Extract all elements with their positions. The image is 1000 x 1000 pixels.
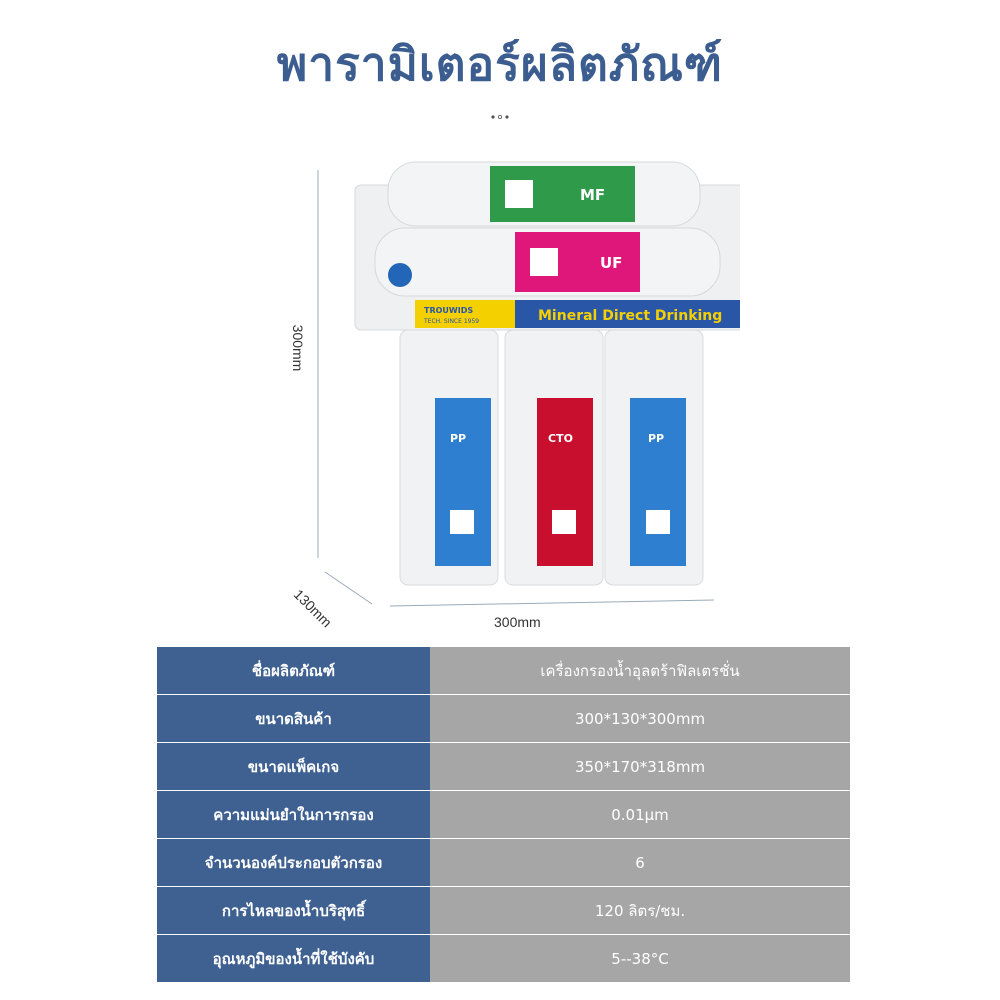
filter-code-1: PP	[450, 432, 466, 445]
spec-value: 0.01μm	[430, 790, 850, 839]
filter-housing-3: PP	[604, 329, 704, 586]
mf-cartridge: MF	[387, 161, 701, 227]
banner-brand-tag: TECH. SINCE 1959	[423, 318, 479, 325]
brand-banner: TROUWIDS TECH. SINCE 1959 Mineral Direct…	[415, 300, 740, 328]
spec-label: อุณหภูมิของน้ำที่ใช้บังคับ	[157, 934, 430, 983]
mf-label: MF	[580, 186, 605, 204]
uf-label: UF	[600, 254, 622, 272]
table-row: ความแม่นยำในการกรอง 0.01μm	[157, 790, 850, 839]
spec-value: 300*130*300mm	[430, 694, 850, 743]
spec-label: การไหลของน้ำบริสุทธิ์	[157, 886, 430, 935]
filter-housing-2: CTO	[504, 329, 604, 586]
banner-brand: TROUWIDS	[424, 306, 473, 315]
spec-label: ชื่อผลิตภัณฑ์	[157, 647, 430, 695]
table-row: ชื่อผลิตภัณฑ์ เครื่องกรองน้ำอุลตร้าฟิลเต…	[157, 647, 850, 695]
spec-value: 6	[430, 838, 850, 887]
spec-value: 5--38°C	[430, 934, 850, 983]
width-dimension-label: 300mm	[494, 614, 541, 630]
spec-table: ชื่อผลิตภัณฑ์ เครื่องกรองน้ำอุลตร้าฟิลเต…	[157, 647, 850, 983]
spec-value: เครื่องกรองน้ำอุลตร้าฟิลเตรชั่น	[430, 647, 850, 695]
spec-label: ขนาดสินค้า	[157, 694, 430, 743]
water-filter-illustration: MF UF TROUWIDS TECH. SINCE 1959 Mineral …	[354, 161, 740, 586]
spec-label: จำนวนองค์ประกอบตัวกรอง	[157, 838, 430, 887]
spec-label: ความแม่นยำในการกรอง	[157, 790, 430, 839]
table-row: การไหลของน้ำบริสุทธิ์ 120 ลิตร/ชม.	[157, 886, 850, 935]
page-title: พารามิเตอร์ผลิตภัณฑ์	[276, 37, 724, 91]
filter-housing-1: PP	[399, 329, 499, 586]
spec-value: 350*170*318mm	[430, 742, 850, 791]
spec-label: ขนาดแพ็คเกจ	[157, 742, 430, 791]
filter-code-2: CTO	[548, 432, 573, 445]
spec-value: 120 ลิตร/ชม.	[430, 886, 850, 935]
filter-code-3: PP	[648, 432, 664, 445]
table-row: จำนวนองค์ประกอบตัวกรอง 6	[157, 838, 850, 887]
banner-text: Mineral Direct Drinking	[538, 308, 722, 324]
table-row: อุณหภูมิของน้ำที่ใช้บังคับ 5--38°C	[157, 934, 850, 983]
dots-decoration	[491, 115, 509, 120]
table-row: ขนาดสินค้า 300*130*300mm	[157, 694, 850, 743]
uf-cartridge: UF	[374, 227, 721, 297]
table-row: ขนาดแพ็คเกจ 350*170*318mm	[157, 742, 850, 791]
